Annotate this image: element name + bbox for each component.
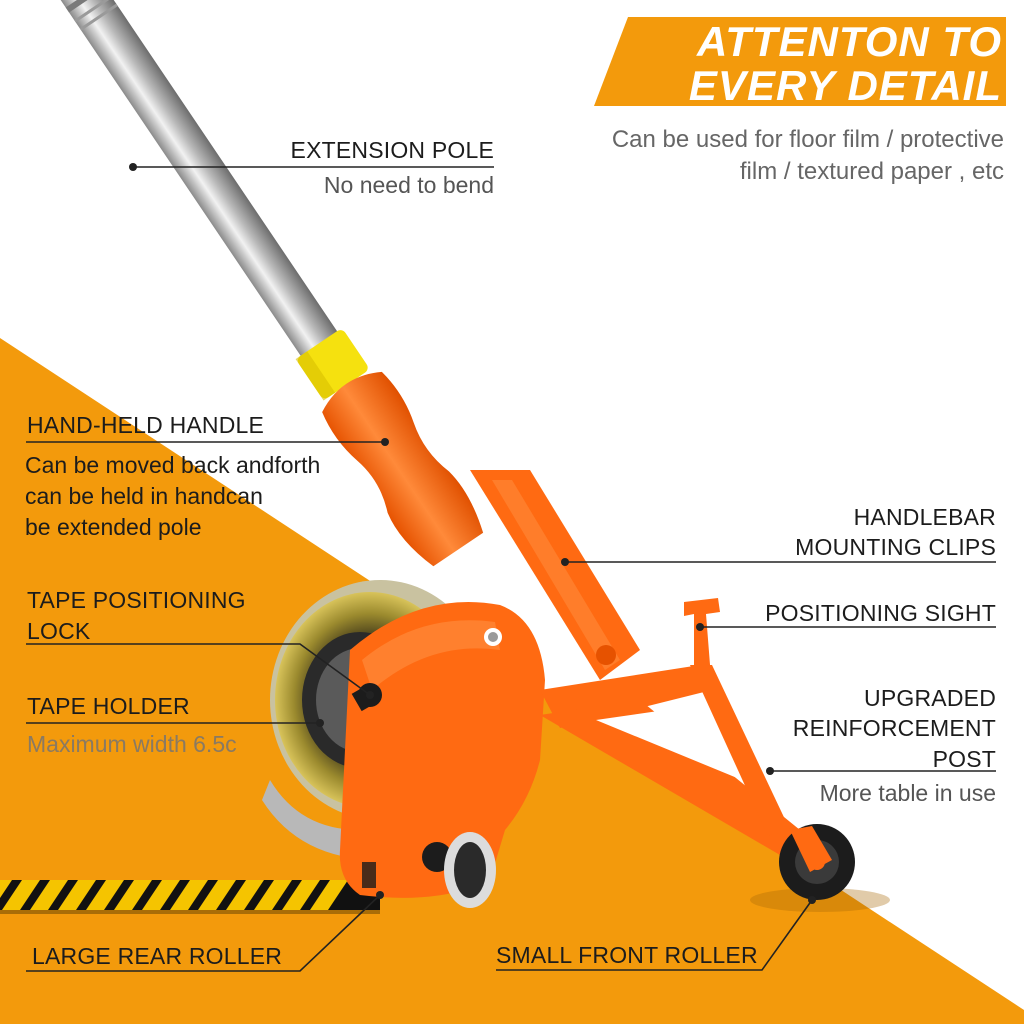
positioning-sight-title: POSITIONING SIGHT [765,600,996,626]
hand-held-handle-title: HAND-HELD HANDLE [27,412,265,438]
reinforcement-post-line-1: UPGRADED [864,685,996,711]
tape-lock-line-1: TAPE POSITIONING [27,587,246,613]
banner-subtitle-line-2: film / textured paper , etc [739,158,1004,185]
callout-leaders [26,166,996,972]
extension-pole-sub: No need to bend [323,172,494,198]
banner-subtitle: Can be used for floor film / protective … [534,124,1004,188]
rear-roller-title: LARGE REAR ROLLER [32,943,283,969]
reinforcement-post-sub: More table in use [819,780,996,806]
banner-background [594,17,1006,106]
hazard-stripe-tape [0,880,380,914]
mounting-clips-line-2: MOUNTING CLIPS [795,534,996,560]
front-roller-title: SMALL FRONT ROLLER [496,942,758,968]
mounting-clips-line-1: HANDLEBAR [853,504,996,530]
reinforcement-post-line-2: REINFORCEMENT [792,715,996,741]
handle-collar [295,330,368,401]
banner-line-1: ATTENTON TO [697,18,1002,65]
banner-line-2: EVERY DETAIL [688,62,1002,109]
banner-subtitle-line-1: Can be used for floor film / protective [611,126,1004,153]
hand-held-grip [322,371,484,567]
hand-held-handle-line-2: can be held in handcan [25,483,263,509]
applicator-body [339,602,545,908]
reinforcement-frame [540,598,800,855]
hand-held-handle-line-1: Can be moved back andforth [25,452,321,478]
handle-shaft [470,470,640,680]
tape-lock-line-2: LOCK [27,618,91,644]
reinforcement-post-line-3: POST [932,746,996,772]
tape-holder-sub: Maximum width 6.5c [27,731,237,757]
extension-pole-title: EXTENSION POLE [290,137,494,163]
leader-dots [129,163,816,904]
front-wheel [750,824,890,912]
leader-rear-roller [26,894,381,972]
extension-pole [54,0,349,373]
leader-tape-lock [26,643,371,696]
leader-front-roller [496,899,813,971]
banner-headline: ATTENTON TO EVERY DETAIL [606,20,1002,108]
tape-holder-title: TAPE HOLDER [27,693,190,719]
hand-held-handle-line-3: be extended pole [25,514,202,540]
